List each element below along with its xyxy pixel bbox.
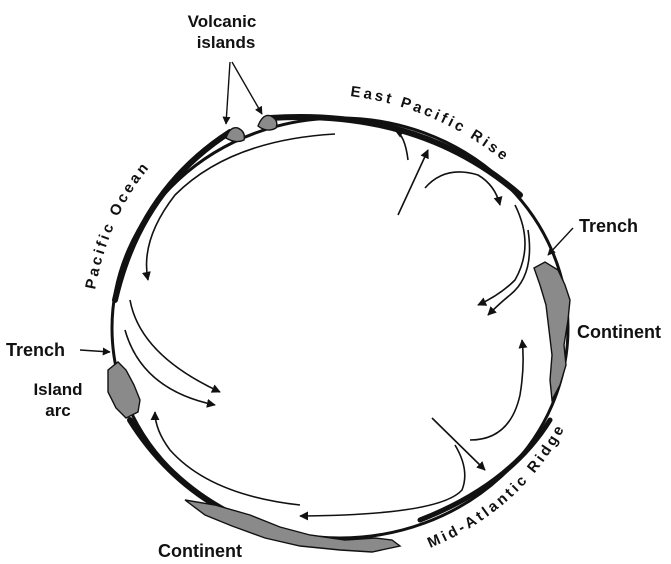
volcanic-islands-label-1: Volcanic — [188, 12, 257, 31]
flow-epr-upwelling — [398, 150, 428, 215]
trench-right-pointer — [548, 228, 573, 255]
volcanic-pointer-left — [226, 62, 230, 124]
flow-right-descend-2 — [488, 230, 530, 315]
volcanic-island-right — [258, 115, 277, 130]
island-arc-label-1: Island — [33, 380, 82, 399]
mid-atlantic-ridge-label: Mid-Atlantic Ridge — [425, 420, 569, 551]
crust-upper-left — [115, 132, 230, 300]
island-arc-label-2: arc — [45, 401, 71, 420]
flow-bottom-to-left — [155, 412, 300, 505]
flow-mar-upwelling — [432, 418, 485, 470]
flow-top-to-left — [147, 134, 335, 280]
flow-epr-right-turn — [425, 172, 500, 205]
crust-upper-right — [270, 117, 520, 195]
volcanic-islands-label-2: islands — [197, 33, 256, 52]
trench-right-label: Trench — [579, 216, 638, 236]
flow-left-to-interior — [130, 300, 220, 392]
flow-right-ascend — [470, 340, 523, 440]
trench-left-label: Trench — [6, 340, 65, 360]
continent-bottom-label: Continent — [158, 541, 242, 561]
volcanic-pointer-right — [232, 62, 262, 114]
flow-mar-left — [300, 445, 465, 516]
continent-right-landmass — [534, 262, 570, 400]
island-arc-landmass — [108, 362, 140, 418]
flow-left-to-interior-2 — [125, 330, 215, 405]
continent-right-label: Continent — [577, 322, 661, 342]
flow-right-descend — [478, 205, 525, 305]
trench-left-pointer — [80, 350, 110, 352]
